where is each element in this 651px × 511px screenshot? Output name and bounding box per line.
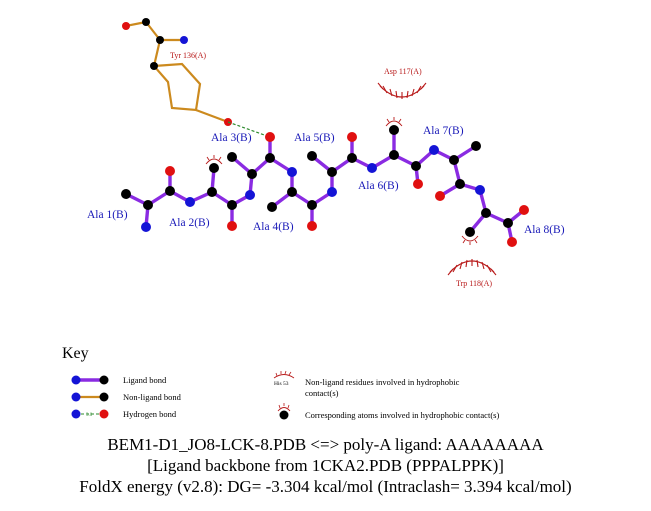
asp117-label: Asp 117(A) xyxy=(384,67,422,76)
key-title: Key xyxy=(62,345,89,362)
tyr136-residue xyxy=(125,20,229,124)
key-corresponding-atoms: Corresponding atoms involved in hydropho… xyxy=(305,410,499,420)
key-hbond-distance: 3.0 xyxy=(86,413,93,418)
ala6-label: Ala 6(B) xyxy=(358,180,399,192)
key-nonligand-bond: Non-ligand bond xyxy=(123,392,182,402)
ala2-label: Ala 2(B) xyxy=(169,217,210,229)
key-nonligand-residues-line2: contact(s) xyxy=(305,388,339,398)
hydrogen-bond xyxy=(227,121,271,138)
trp118-label: Trp 118(A) xyxy=(456,279,492,288)
trp118-hydrophobic-arc xyxy=(447,259,497,276)
ligplot-diagram: Tyr 136(A) Asp 117(A) Trp 118(A) Ala 1(B… xyxy=(62,18,565,420)
key-hydrogen-bond: Hydrogen bond xyxy=(123,409,177,419)
caption-line1: BEM1-D1_JO8-LCK-8.PDB <=> poly-A ligand:… xyxy=(107,435,544,454)
ala7-label: Ala 7(B) xyxy=(423,125,464,137)
caption-line3: FoldX energy (v2.8): DG= -3.304 kcal/mol… xyxy=(79,477,572,496)
tyr136-label: Tyr 136(A) xyxy=(170,51,206,60)
ala8-label: Ala 8(B) xyxy=(524,224,565,236)
ala3-label: Ala 3(B) xyxy=(211,132,252,144)
ala5-label: Ala 5(B) xyxy=(294,132,335,144)
ligand-atoms xyxy=(121,125,529,247)
tyr136-atoms xyxy=(122,18,232,126)
ala1-label: Ala 1(B) xyxy=(87,209,128,221)
key-his-label: His 53 xyxy=(274,381,289,387)
key-ligand-bond: Ligand bond xyxy=(123,375,167,385)
asp117-hydrophobic-arc xyxy=(377,82,427,99)
ligand-hydrophobic-marks xyxy=(205,117,479,245)
key: Key Ligand bond Non-ligand bond 3.0 Hydr… xyxy=(62,345,499,420)
key-nonligand-residues-line1: Non-ligand residues involved in hydropho… xyxy=(305,377,460,387)
ala4-label: Ala 4(B) xyxy=(253,221,294,233)
caption-line2: [Ligand backbone from 1CKA2.PDB (PPPALPP… xyxy=(147,456,504,475)
